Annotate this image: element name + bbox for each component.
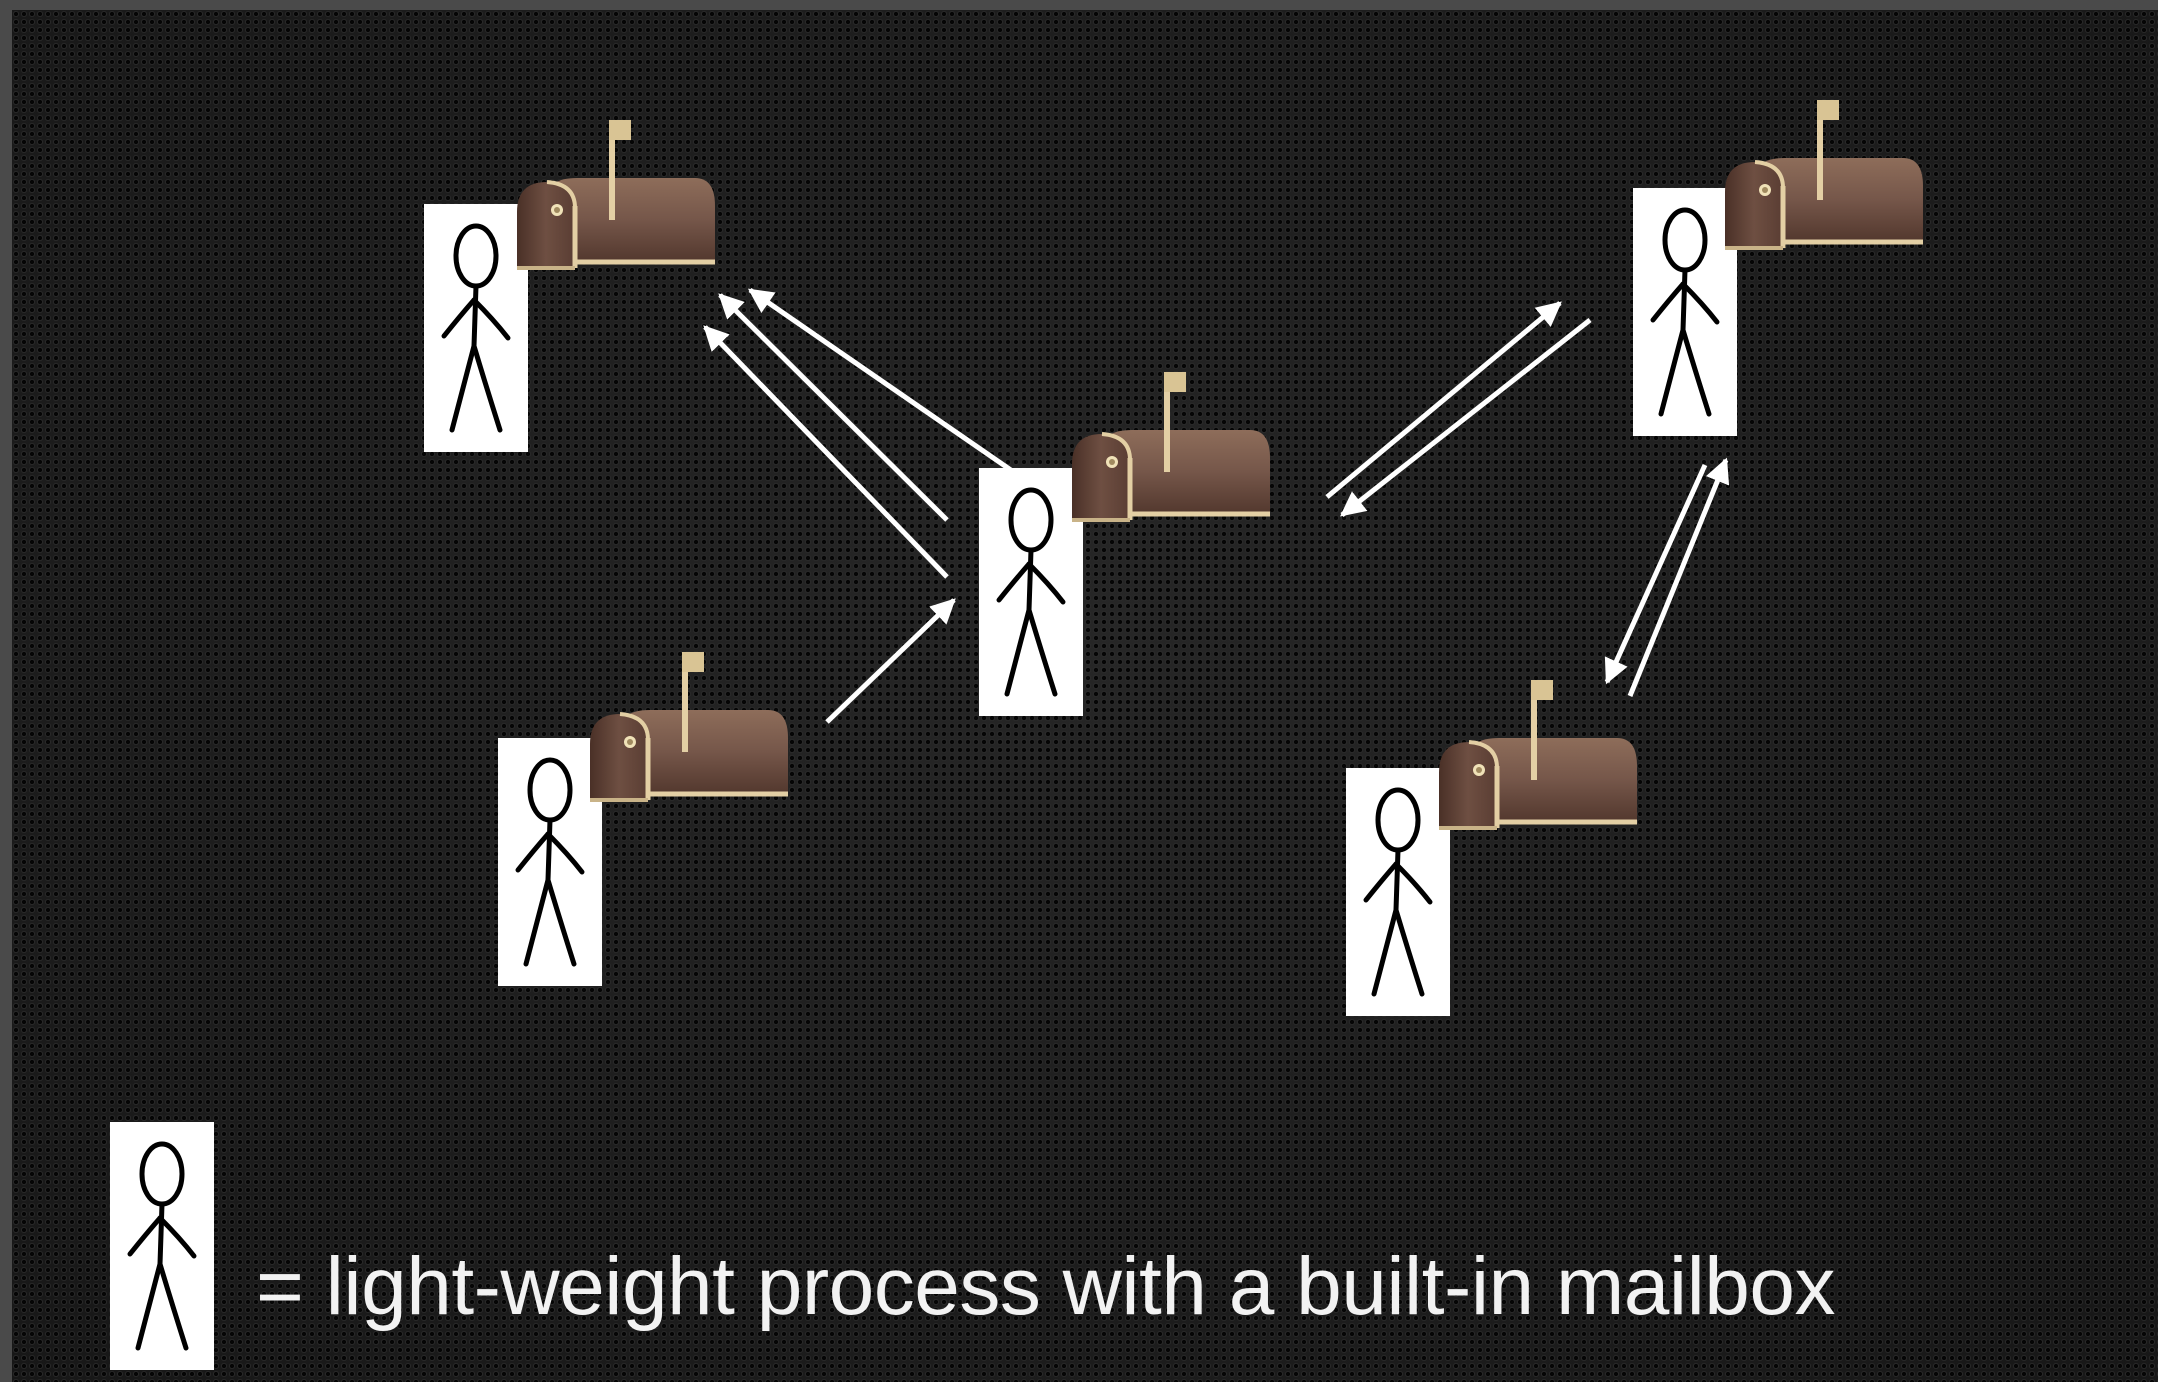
arrow-bottom-left-to-center [825, 598, 956, 724]
legend-stick-figure-icon [110, 1122, 214, 1370]
legend-text: = light-weight process with a built-in m… [256, 1241, 1836, 1332]
process-node-bottom-right [1346, 680, 1637, 1016]
process-node-top-left [424, 120, 715, 452]
mailbox-icon [1725, 100, 1923, 248]
process-node-top-right [1633, 100, 1923, 436]
stick-figure-icon [1633, 188, 1737, 436]
stick-figure-icon [979, 468, 1083, 716]
message-arrows [703, 287, 1730, 724]
arrow-top-right-to-center [1340, 318, 1592, 517]
stick-figure-icon [498, 738, 602, 986]
mailbox-icon [1439, 680, 1637, 828]
arrow-center-to-top-left-1 [747, 287, 1020, 478]
mailbox-icon [1072, 372, 1270, 520]
process-node-bottom-left [498, 652, 788, 986]
arrow-bottom-right-to-top-right [1627, 457, 1730, 697]
mailbox-icon [590, 652, 788, 800]
slide: = light-weight process with a built-in m… [12, 10, 2158, 1382]
process-node-center [979, 372, 1270, 716]
arrow-top-right-to-bottom-right [1604, 463, 1708, 685]
arrow-top-left-to-center [718, 293, 949, 522]
mailbox-icon [517, 120, 715, 268]
stick-figure-icon [424, 204, 528, 452]
process-mailbox-diagram [12, 10, 2158, 1382]
stick-figure-icon [1346, 768, 1450, 1016]
arrow-center-to-top-left-2 [703, 325, 949, 579]
arrow-center-to-top-right [1325, 301, 1562, 499]
